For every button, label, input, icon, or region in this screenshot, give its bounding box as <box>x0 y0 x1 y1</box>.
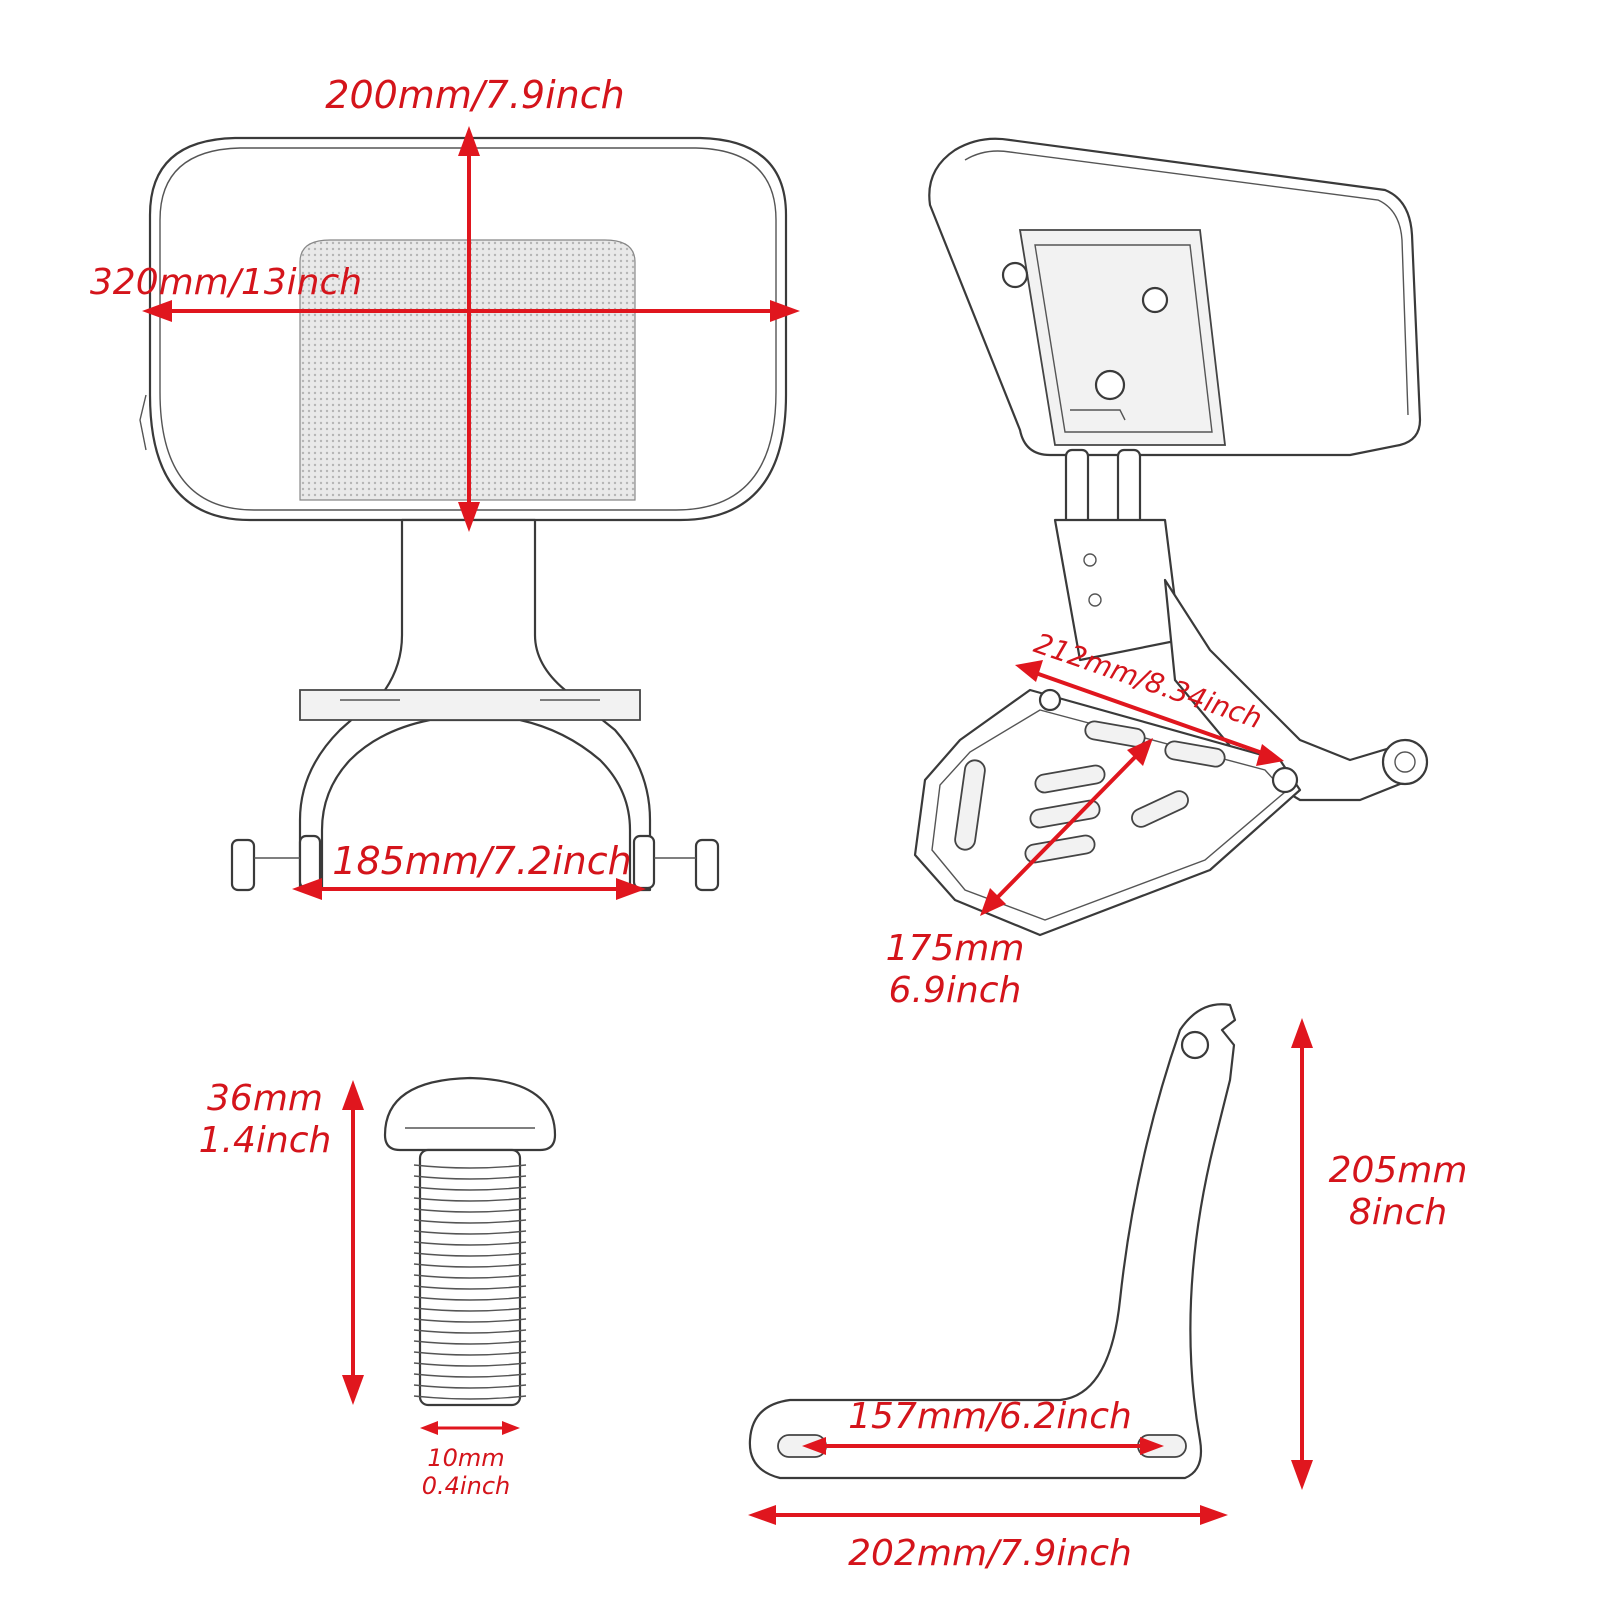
thread-line <box>413 1351 527 1356</box>
thread-line <box>413 1307 527 1312</box>
bolt-length-in-label: 1.4inch <box>199 1120 332 1161</box>
upright-gap-arrow <box>292 878 646 900</box>
upright-gap-label: 185mm/7.2inch <box>332 839 631 883</box>
rack-width-arrow <box>1015 660 1284 766</box>
bracket-slot-label: 157mm/6.2inch <box>848 1396 1132 1437</box>
backrest-height-arrow <box>458 126 480 532</box>
thread-line <box>413 1175 527 1180</box>
bracket-base-label: 202mm/7.9inch <box>848 1533 1132 1574</box>
bracket-height-arrow <box>1291 1018 1313 1490</box>
bracket-base-arrow <box>748 1505 1228 1525</box>
backrest-angled-view <box>913 137 1429 937</box>
bolt-diameter-arrow <box>420 1421 520 1435</box>
thread-line <box>413 1164 527 1169</box>
thread-line <box>413 1318 527 1323</box>
thread-line <box>413 1329 527 1334</box>
thread-line <box>413 1340 527 1345</box>
bolt-threads <box>413 1164 527 1400</box>
thread-line <box>413 1285 527 1290</box>
thread-line <box>413 1274 527 1279</box>
bracket-height-mm-label: 205mm <box>1329 1150 1468 1191</box>
bracket-slot-arrow <box>802 1437 1164 1455</box>
thread-line <box>413 1197 527 1202</box>
dimension-lines <box>142 126 1313 1525</box>
backrest-height-label: 200mm/7.9inch <box>325 73 624 117</box>
thread-line <box>413 1362 527 1367</box>
thread-line <box>413 1252 527 1257</box>
thread-line <box>413 1241 527 1246</box>
bolt <box>383 1076 557 1407</box>
backrest-width-label: 320mm/13inch <box>90 262 362 303</box>
thread-line <box>413 1296 527 1301</box>
backrest-width-arrow <box>142 300 800 322</box>
rack-depth-mm-label: 175mm <box>886 928 1025 969</box>
bolt-length-arrow <box>342 1080 364 1405</box>
rack-depth-in-label: 6.9inch <box>889 970 1022 1011</box>
bracket-height-in-label: 8inch <box>1349 1192 1447 1233</box>
thread-line <box>413 1219 527 1224</box>
thread-line <box>413 1395 527 1400</box>
thread-line <box>413 1263 527 1268</box>
bolt-length-mm-label: 36mm <box>207 1078 323 1119</box>
thread-line <box>413 1230 527 1235</box>
thread-line <box>413 1373 527 1378</box>
bolt-diameter-mm-label: 10mm <box>427 1444 504 1472</box>
thread-line <box>413 1384 527 1389</box>
rack-depth-arrow <box>980 738 1153 916</box>
thread-line <box>413 1208 527 1213</box>
bolt-diameter-in-label: 0.4inch <box>422 1472 510 1500</box>
thread-line <box>413 1186 527 1191</box>
